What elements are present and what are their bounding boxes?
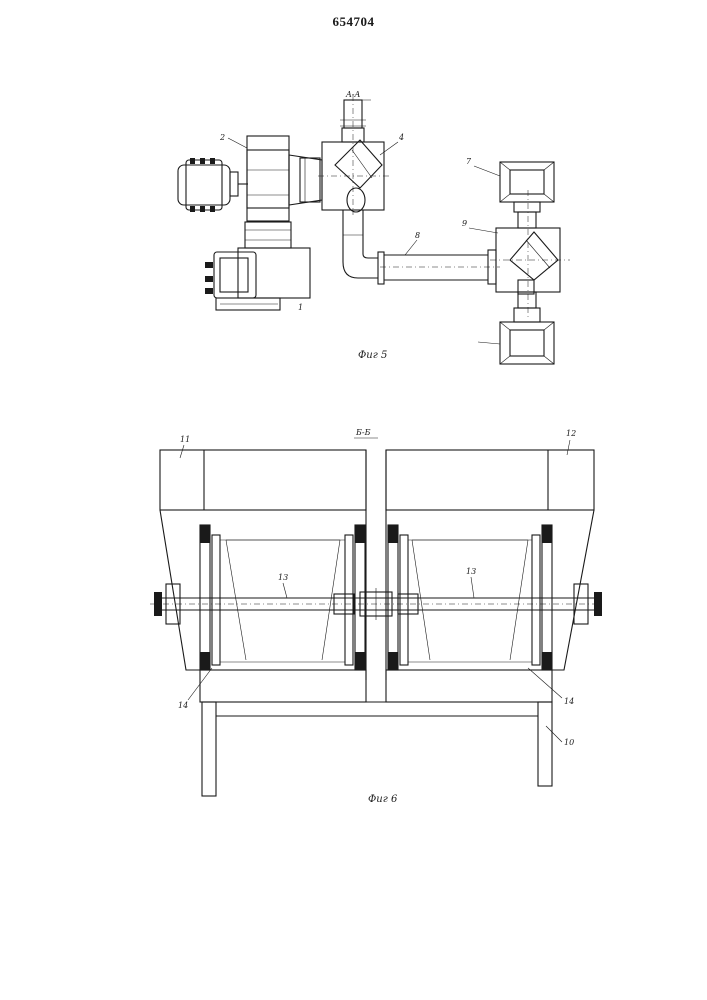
blower-housing-2 (247, 136, 322, 221)
label-9: 9 (462, 219, 467, 228)
label-14-left: 14 (178, 701, 188, 710)
label-2: 2 (219, 133, 225, 142)
pipe-8 (343, 210, 500, 284)
hopper-11-body (160, 510, 366, 670)
label-1: 1 (298, 303, 303, 312)
fig6-caption: Фиг 6 (368, 794, 398, 805)
hopper-lower (500, 292, 554, 364)
label-13-left: 13 (278, 573, 288, 582)
shaft-13 (150, 584, 604, 624)
distributor-4 (318, 95, 390, 215)
label-7: 7 (466, 157, 472, 166)
label-13-right: 13 (466, 567, 476, 576)
label-8: 8 (415, 231, 420, 240)
label-11: 11 (180, 435, 190, 444)
hopper-12-body (386, 510, 594, 670)
label-12: 12 (566, 429, 576, 438)
motor-unit (178, 158, 248, 212)
figure-6: Б-Б 11 12 (150, 428, 604, 805)
hopper-11-top (160, 450, 366, 510)
hopper-12-top (386, 450, 594, 510)
fig5-caption: Фиг 5 (358, 350, 387, 361)
drive-unit-1 (205, 248, 310, 310)
label-14-right: 14 (564, 697, 574, 706)
label-10: 10 (564, 738, 574, 747)
frame-10 (200, 670, 552, 796)
distributor-9 (490, 190, 570, 320)
label-4: 4 (398, 133, 404, 142)
hopper-7 (500, 162, 554, 228)
fig6-section-label: Б-Б (355, 428, 371, 437)
figure-5: A-A 2 (178, 90, 570, 364)
fig5-section-label: A-A (345, 90, 360, 99)
